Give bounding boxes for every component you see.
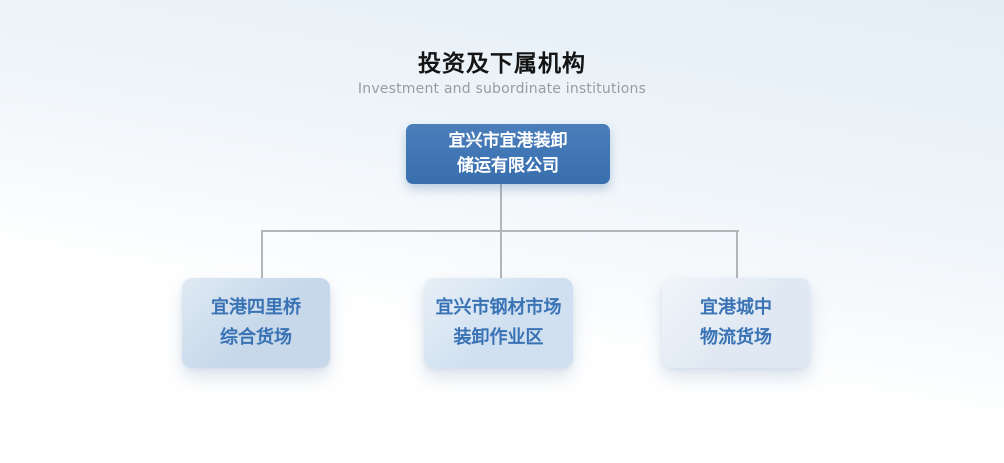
org-node-line1: 宜兴市钢材市场 [435, 297, 562, 318]
connector-drop-middle [500, 231, 502, 278]
org-node-root: 宜兴市宜港装卸 储运有限公司 [406, 124, 610, 184]
page-subtitle: Investment and subordinate institutions [357, 81, 647, 97]
org-node-line1: 宜港城中 [700, 297, 772, 318]
connector-drop-left [261, 231, 263, 278]
org-node-steel-market-area: 宜兴市钢材市场 装卸作业区 [424, 278, 573, 368]
org-node-line2: 装卸作业区 [453, 327, 544, 348]
org-node-line2: 物流货场 [700, 327, 772, 348]
org-node-root-line1: 宜兴市宜港装卸 [448, 131, 568, 151]
org-node-line1: 宜港四里桥 [211, 297, 301, 318]
org-node-line2: 综合货场 [220, 327, 292, 348]
page-title: 投资及下属机构 [418, 51, 586, 77]
page-header: 投资及下属机构 Investment and subordinate insti… [0, 0, 1004, 97]
org-node-city-logistics-yard: 宜港城中 物流货场 [662, 278, 810, 368]
connector-drop-right [736, 231, 738, 278]
connector-root-stem [500, 183, 502, 231]
org-node-sili-bridge-yard: 宜港四里桥 综合货场 [182, 278, 330, 368]
org-node-root-line2: 储运有限公司 [457, 156, 559, 176]
